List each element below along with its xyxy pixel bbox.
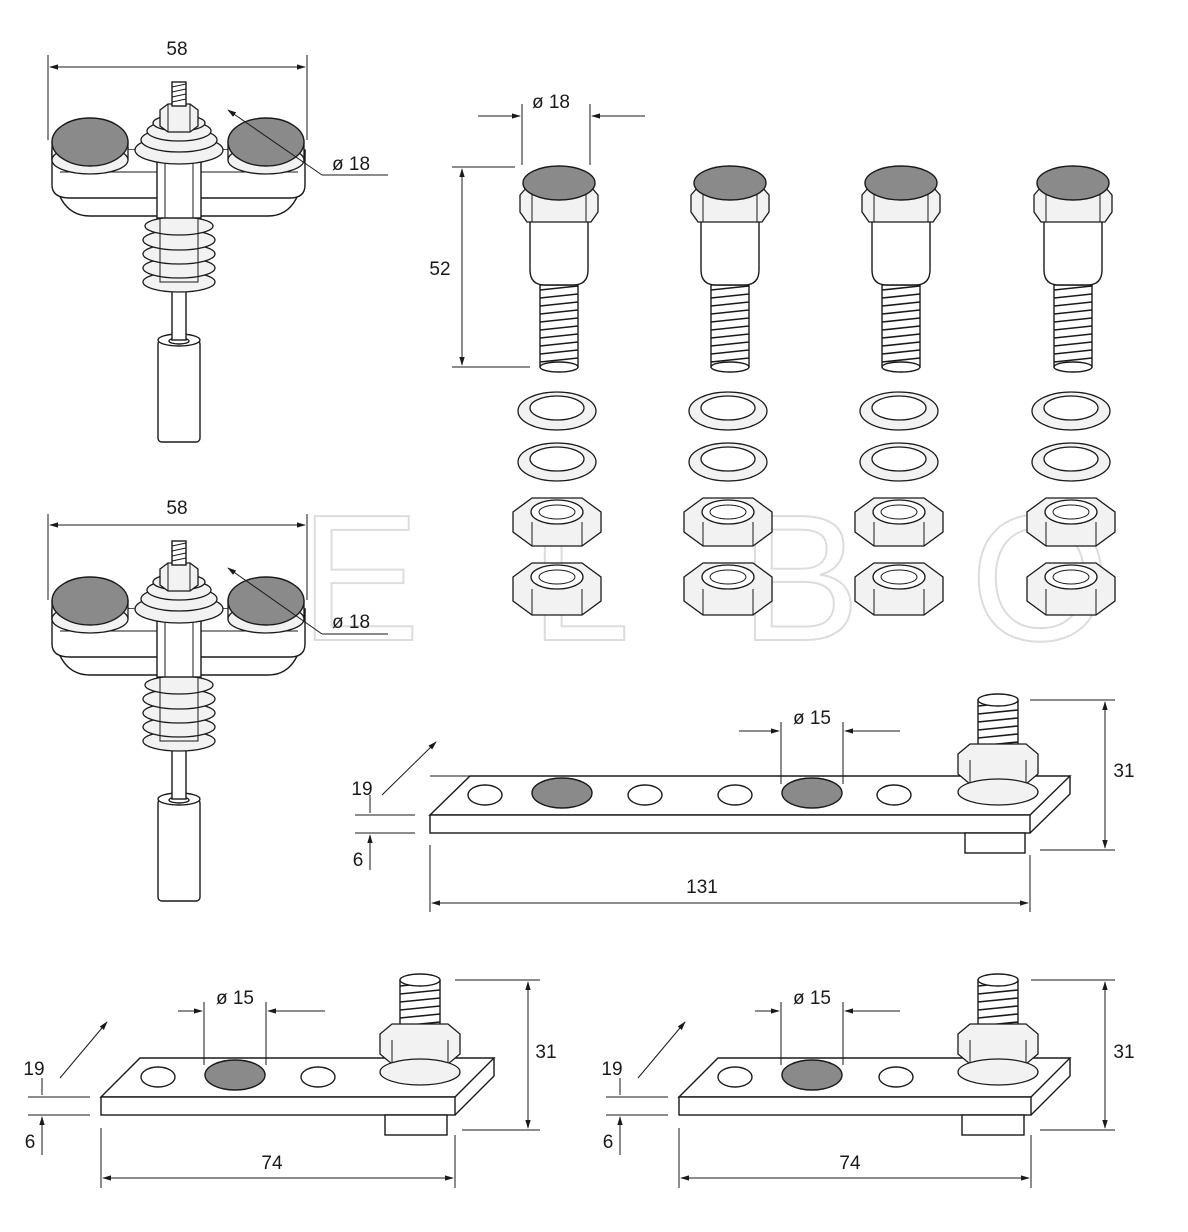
- depth-label: 19: [601, 1059, 622, 1080]
- width-label: 58: [166, 39, 187, 60]
- thickness-label: 6: [25, 1132, 36, 1153]
- bolt-set: ø 18 52: [429, 92, 1116, 616]
- contact-assembly-top: 58 ø 18: [47, 39, 388, 443]
- width-label: 58: [166, 498, 187, 519]
- contact-assembly-bottom: 58 ø 18: [47, 498, 388, 902]
- depth-label: 19: [351, 779, 372, 800]
- pad-leader: [227, 567, 323, 635]
- bolt-height-label: 52: [429, 259, 450, 280]
- pad-diameter-label: ø 18: [332, 612, 370, 633]
- depth-label: 19: [23, 1059, 44, 1080]
- thickness-label: 6: [603, 1132, 614, 1153]
- short-bar-left: ø 15 31 19 6 74: [23, 973, 557, 1188]
- long-bar: ø 15 31 19 6 131: [351, 693, 1135, 912]
- height-label: 31: [1113, 1042, 1134, 1063]
- short-bar-right: ø 15 31 19 6 74: [601, 973, 1135, 1188]
- height-label: 31: [1113, 761, 1134, 782]
- pad-diameter-label: ø 15: [793, 708, 831, 729]
- pad-diameter-label: ø 15: [793, 988, 831, 1009]
- length-label: 74: [839, 1153, 861, 1174]
- length-label: 131: [686, 877, 718, 898]
- height-label: 31: [535, 1042, 556, 1063]
- pad-leader: [227, 109, 323, 176]
- pad-diameter-label: ø 15: [216, 988, 254, 1009]
- thickness-label: 6: [353, 850, 364, 871]
- bolt-head-diameter-label: ø 18: [532, 92, 570, 113]
- pad-diameter-label: ø 18: [332, 154, 370, 175]
- length-label: 74: [261, 1153, 283, 1174]
